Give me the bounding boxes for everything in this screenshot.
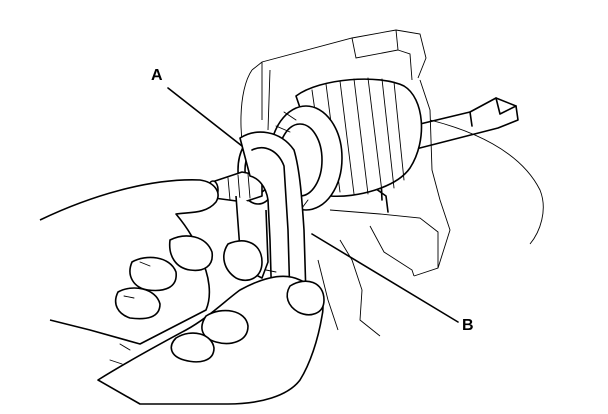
left-hand xyxy=(39,179,219,345)
leader-b xyxy=(311,233,459,323)
right-hand xyxy=(97,240,325,405)
callout-label-b: B xyxy=(462,317,474,334)
callout-leaders xyxy=(167,87,459,323)
callout-label-a: A xyxy=(151,67,163,84)
leader-a xyxy=(167,87,243,147)
